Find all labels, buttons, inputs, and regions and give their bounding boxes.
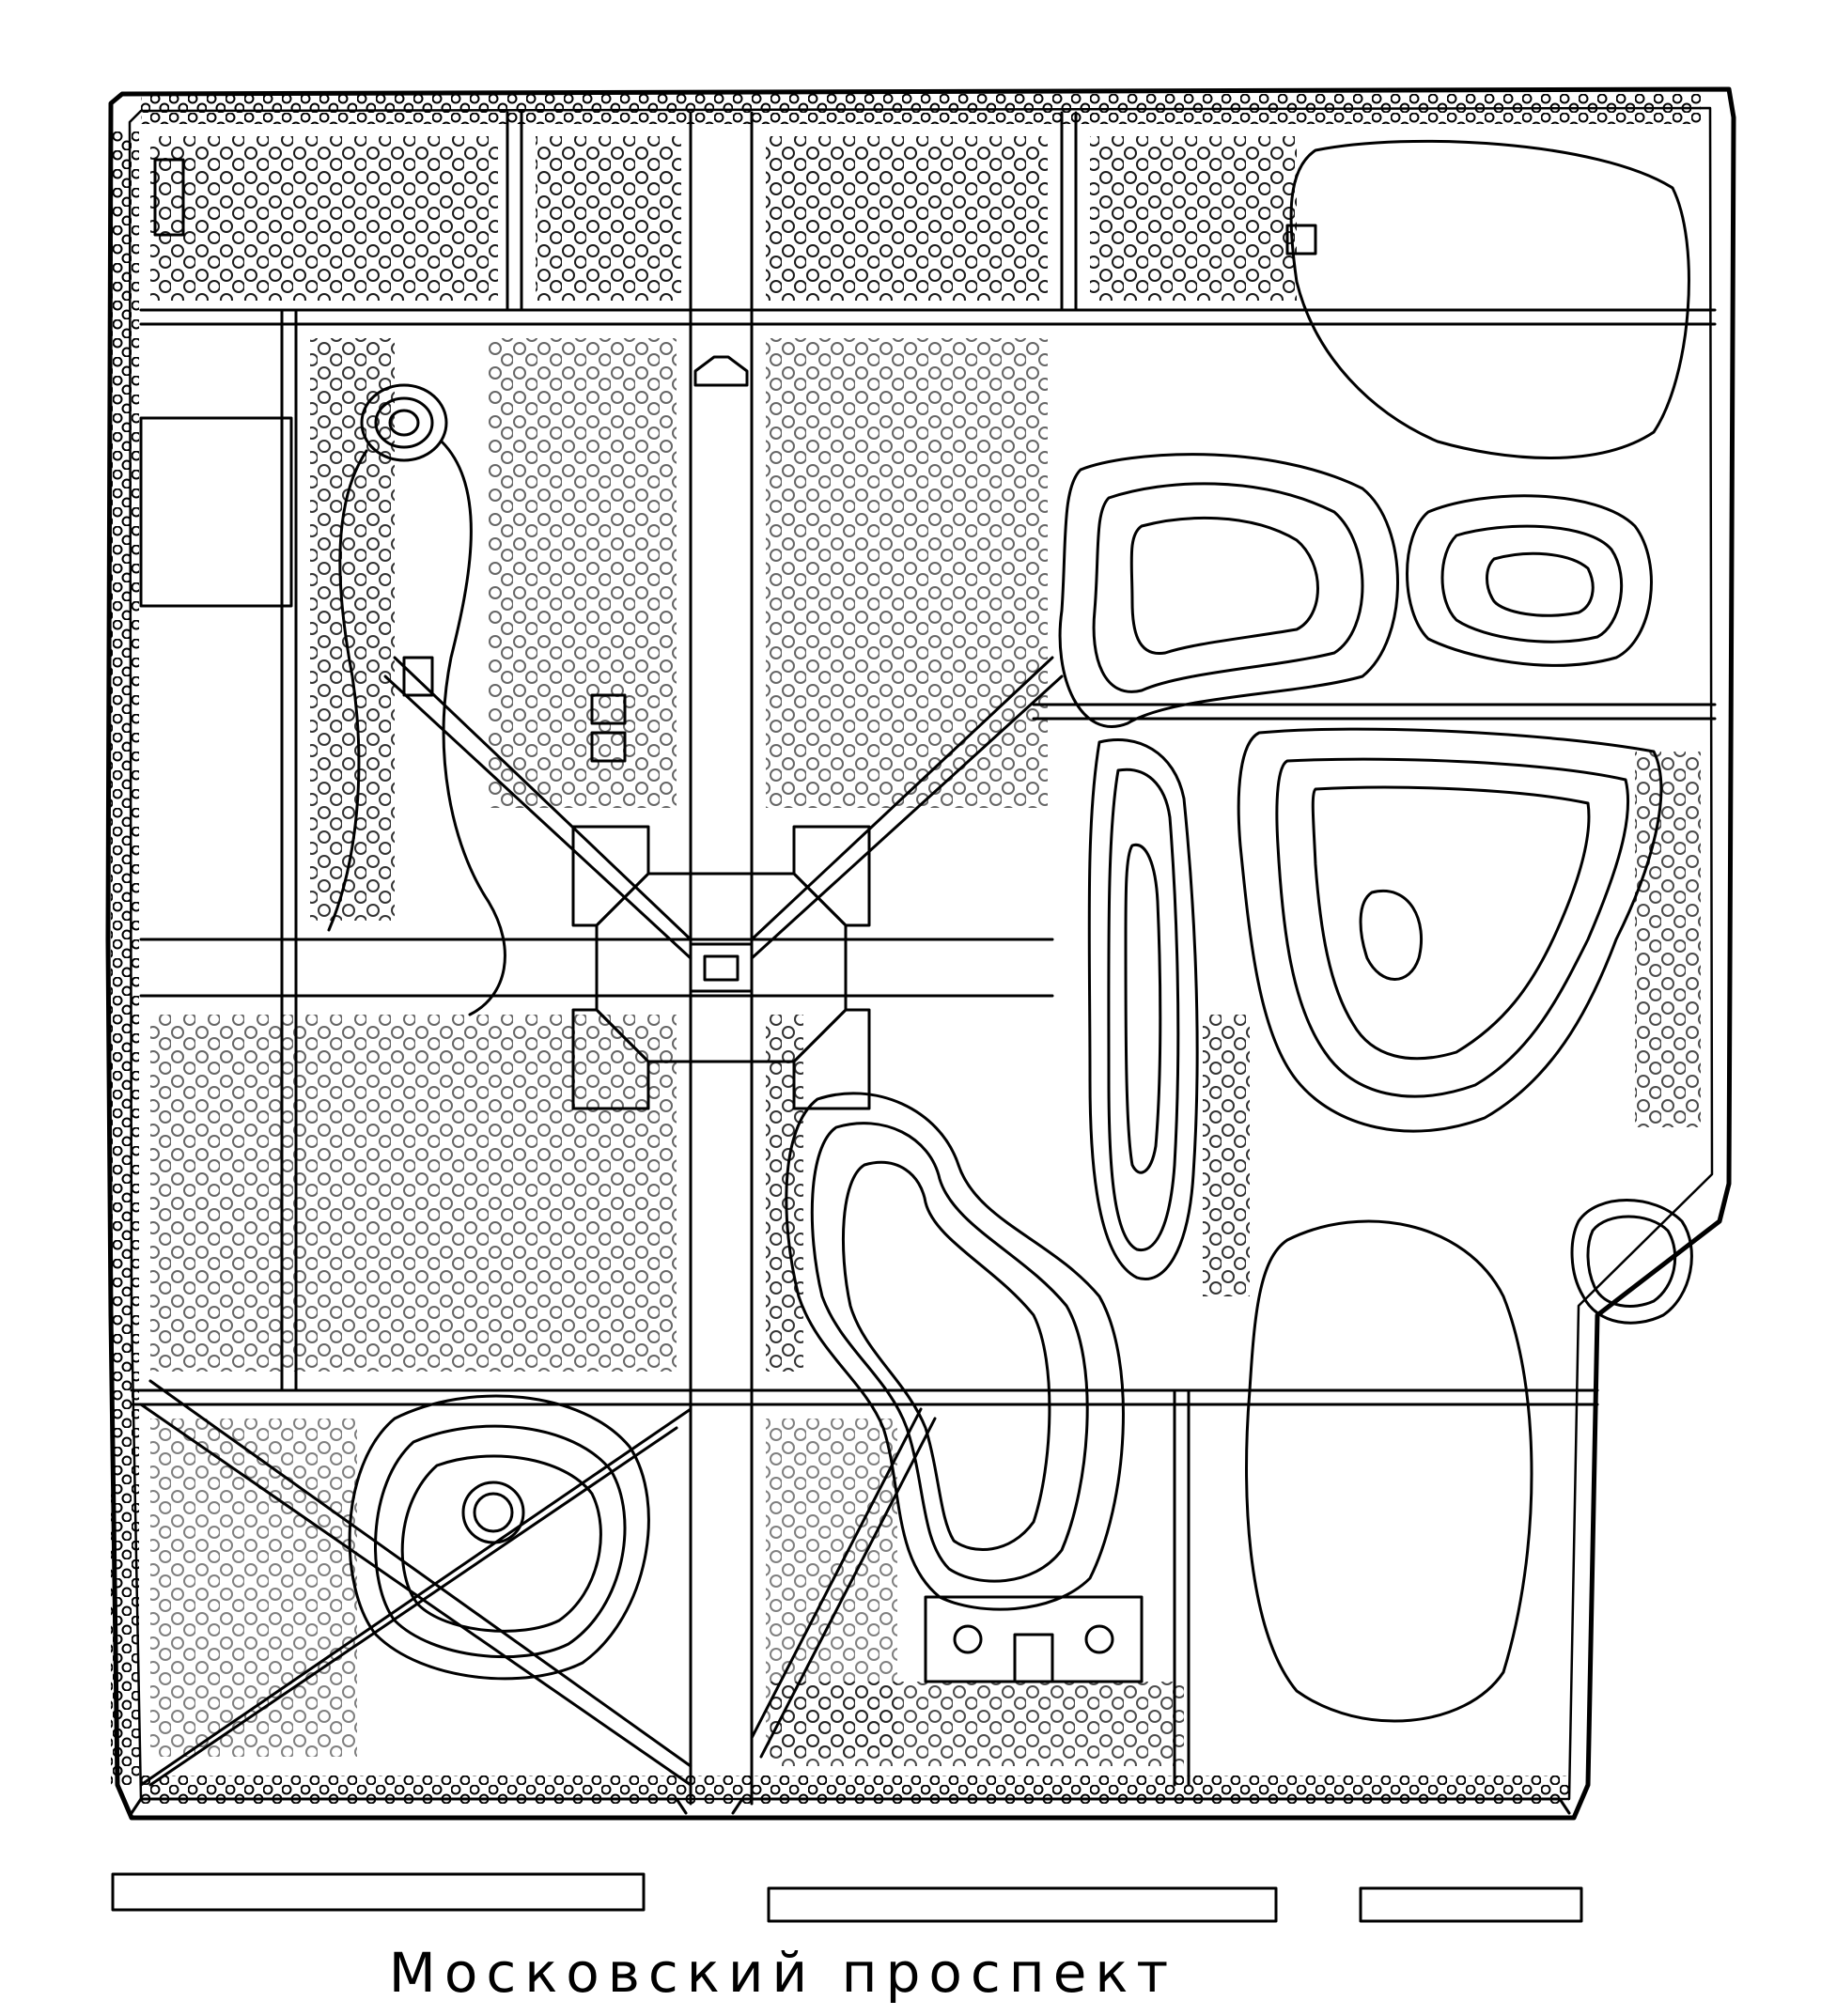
meadow-north-east: [1289, 139, 1690, 459]
street-bar-east: [1359, 1886, 1583, 1923]
street-bars: [111, 1872, 1583, 1923]
street-bar-west: [111, 1872, 646, 1912]
pond-south-west: [348, 1394, 650, 1681]
park-boundary: [105, 86, 1736, 1821]
wooded-areas: [150, 136, 1701, 1766]
street-bar-center: [767, 1886, 1278, 1923]
south-service-strip: [130, 1797, 1571, 1815]
meadow-east: [1245, 1219, 1533, 1723]
street-label: Московский проспект: [389, 1941, 1176, 2005]
pond-center-south: [785, 1092, 1125, 1611]
pond-north-east-2: [1406, 494, 1653, 667]
tree-belt-west: [111, 132, 139, 1785]
buildings: [139, 158, 1693, 1683]
pond-north-east-1: [1058, 453, 1399, 728]
pond-center-tall: [1087, 738, 1199, 1280]
pond-east-large: [1237, 727, 1663, 1133]
tree-belt-north: [141, 94, 1701, 124]
